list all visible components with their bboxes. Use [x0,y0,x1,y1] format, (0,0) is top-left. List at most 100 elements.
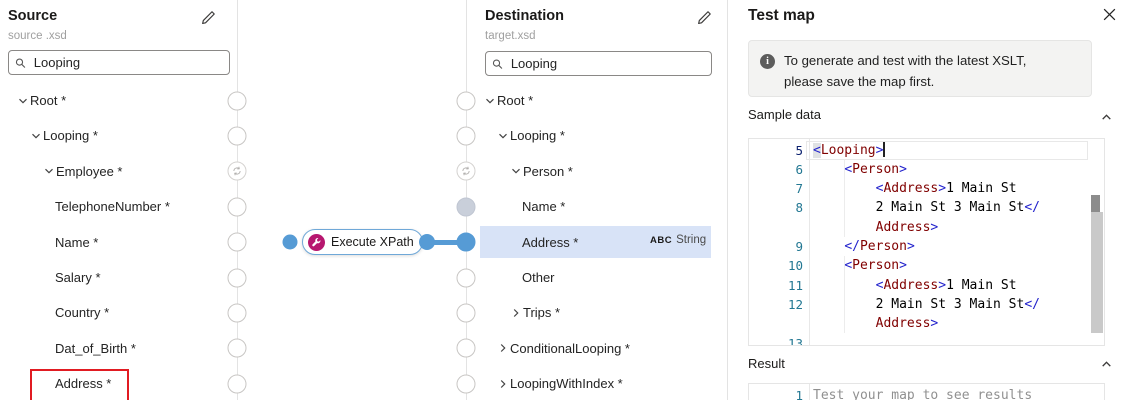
source-tree-item-looping[interactable]: Looping * [0,118,230,153]
edit-destination-schema-icon[interactable] [696,9,716,29]
source-tree-item-telephonenumber[interactable]: TelephoneNumber * [0,189,230,224]
source-node-handle-looping[interactable] [227,126,247,146]
destination-node-handle-address[interactable] [456,232,476,252]
chevron-right-icon[interactable] [496,342,510,354]
source-node-handle-employee-loop-icon[interactable] [227,161,247,181]
source-tree-item-dat-of-birth[interactable]: Dat_of_Birth * [0,331,230,366]
destination-tree-item-looping[interactable]: Looping * [467,118,717,153]
source-tree-item-address[interactable]: Address * [0,366,230,400]
chevron-down-icon[interactable] [29,130,43,142]
destination-node-handle-looping[interactable] [456,126,476,146]
tree-item-label: Root * [497,93,534,108]
source-node-handle-country[interactable] [227,303,247,323]
tree-item-label: Employee * [56,163,123,179]
destination-tree-item-person[interactable]: Person * [467,154,717,189]
collapse-result-icon[interactable] [1100,358,1114,372]
tree-item-label: Salary * [55,270,101,285]
destination-tree-item-other[interactable]: Other [467,260,717,295]
destination-search-box[interactable] [485,51,712,76]
source-node-handle-dat-of-birth[interactable] [227,338,247,358]
destination-schema-filename: target.xsd [485,30,536,42]
tree-item-label: Dat_of_Birth * [55,340,136,356]
result-placeholder-text: Test your map to see results [813,388,1033,400]
tree-item-label: TelephoneNumber * [55,199,170,215]
destination-tree-item-conditionallooping[interactable]: ConditionalLooping * [467,331,717,366]
destination-tree-item-root[interactable]: Root * [467,83,717,118]
source-node-handle-salary[interactable] [227,268,247,287]
source-tree-item-root[interactable]: Root * [0,83,230,118]
function-input-handle[interactable] [282,234,298,250]
editor-scrollbar-track[interactable] [1091,212,1103,333]
editor-line: Address> [749,314,1104,333]
collapse-sample-data-icon[interactable] [1100,111,1114,125]
text-cursor [883,141,885,157]
chevron-down-icon[interactable] [483,95,497,107]
editor-line: 9 </Person> [749,237,1104,256]
source-tree-item-employee[interactable]: Employee * [0,154,230,189]
source-node-handle-root[interactable] [227,91,247,110]
editor-scrollbar-thumb[interactable] [1091,195,1100,212]
code-text: Address> [875,219,939,235]
destination-node-handle-conditionallooping[interactable] [456,338,476,358]
source-node-handle-address[interactable] [227,374,247,394]
tree-item-label: ConditionalLooping * [510,340,630,356]
source-tree-item-salary[interactable]: Salary * [0,260,230,295]
edit-source-schema-icon[interactable] [200,9,220,29]
close-icon[interactable] [1102,7,1122,27]
tree-item-label: Country * [55,305,110,321]
chevron-right-icon[interactable] [496,378,510,390]
destination-node-handle-other[interactable] [456,268,476,287]
destination-tree-item-trips[interactable]: Trips * [467,295,717,330]
source-tree-item-country[interactable]: Country * [0,295,230,330]
destination-node-handle-name[interactable] [456,197,476,217]
line-number: 6 [795,161,803,177]
source-tree-item-name[interactable]: Name * [0,225,230,260]
type-label: String [676,234,707,247]
editor-line: Address> [749,218,1104,237]
sample-data-editor[interactable]: 5<Looping>6 <Person>7 <Address>1 Main St… [748,138,1105,346]
tree-item-label: Name * [522,199,566,215]
chevron-down-icon[interactable] [496,130,510,142]
code-text: Address> [875,316,939,332]
search-icon [492,58,503,69]
destination-search-input[interactable] [508,55,705,72]
destination-node-handle-loopingwithindex[interactable] [456,374,476,394]
indent-guide [844,160,845,237]
editor-line: 13 [749,334,1104,346]
destination-tree-item-loopingwithindex[interactable]: LoopingWithIndex * [467,366,717,400]
source-schema-filename: source .xsd [8,30,67,42]
source-node-handle-telephonenumber[interactable] [227,197,247,217]
current-line-highlight [806,140,1088,160]
save-map-info-banner: i To generate and test with the latest X… [748,40,1092,97]
test-map-panel-title: Test map [748,7,815,24]
chevron-down-icon[interactable] [42,165,56,177]
destination-node-handle-person-loop-icon[interactable] [456,161,476,181]
execute-xpath-function-node[interactable]: Execute XPath [302,229,423,255]
indent-guide [844,256,845,333]
line-number: 8 [795,200,803,216]
utility-function-icon [308,233,325,251]
tree-item-label: Looping * [43,128,98,144]
function-node-label: Execute XPath [331,235,414,249]
connection-wire[interactable] [428,239,467,245]
destination-tree-item-name[interactable]: Name * [467,189,717,224]
source-search-input[interactable] [31,54,223,71]
destination-node-handle-root[interactable] [456,91,476,110]
editor-line: 5<Looping> [749,141,1104,160]
line-number: 11 [787,277,803,293]
selected-node-highlight [480,226,711,259]
destination-node-handle-trips[interactable] [456,303,476,323]
tree-item-label: LoopingWithIndex * [510,376,623,392]
destination-tree-item-address[interactable]: Address * [467,225,717,260]
function-output-handle[interactable] [419,234,435,250]
source-search-box[interactable] [8,50,230,75]
tree-item-label: Address * [55,376,112,392]
result-editor[interactable]: 1 Test your map to see results [748,383,1105,400]
abc-type-icon: ABC [650,234,673,246]
chevron-down-icon[interactable] [509,165,523,177]
chevron-right-icon[interactable] [509,307,523,319]
source-node-handle-name[interactable] [227,232,247,252]
tree-item-label: Trips * [523,305,561,321]
chevron-down-icon[interactable] [16,95,30,107]
